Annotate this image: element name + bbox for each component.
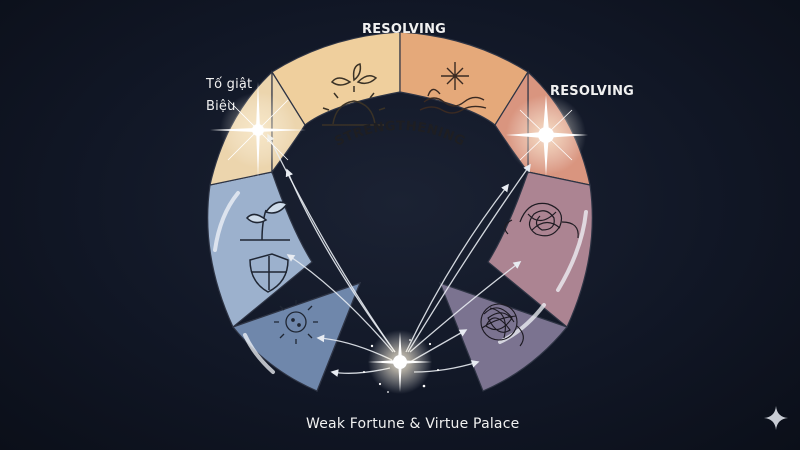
flow-arrow-right-upper: [556, 210, 588, 292]
rising-sun-icon: [322, 63, 386, 126]
sun-icon: [274, 300, 318, 344]
label-resolving-right: RESOLVING: [550, 84, 635, 99]
label-left-line1: Tố giật: [206, 77, 253, 92]
tangle-ball-icon: [480, 303, 524, 347]
label-resolving-top: RESOLVING: [362, 22, 447, 37]
star-over-waves-icon: [419, 62, 487, 114]
ring-flow-arrows: [213, 191, 588, 374]
flow-line-to-upper-right-2: [405, 183, 509, 353]
flare-center-bottom: [363, 330, 439, 394]
sparkle-icon: [764, 406, 788, 430]
flare-upper-right: [506, 95, 588, 176]
tangled-threads-icon: [504, 202, 579, 239]
label-left-line2: Biệu: [206, 99, 236, 114]
ring-segment-dark-blue-left: [231, 282, 362, 392]
flow-arrow-left-lower: [243, 333, 275, 374]
label-palace-title: Weak Fortune & Virtue Palace: [306, 416, 520, 432]
arc-label-strengthening: STRENGTHENING: [332, 119, 467, 150]
flow-line-to-upper-right: [407, 163, 531, 353]
flow-line-to-upper-left-2: [267, 133, 396, 353]
flow-arrow-left-upper: [213, 191, 240, 252]
flow-arrow-right-lower: [498, 303, 546, 344]
ring-segment-slate-lower-right: [438, 282, 569, 392]
sprout-icon: [240, 201, 290, 241]
shield-icon: [249, 253, 289, 293]
flare-upper-left: [210, 82, 306, 178]
